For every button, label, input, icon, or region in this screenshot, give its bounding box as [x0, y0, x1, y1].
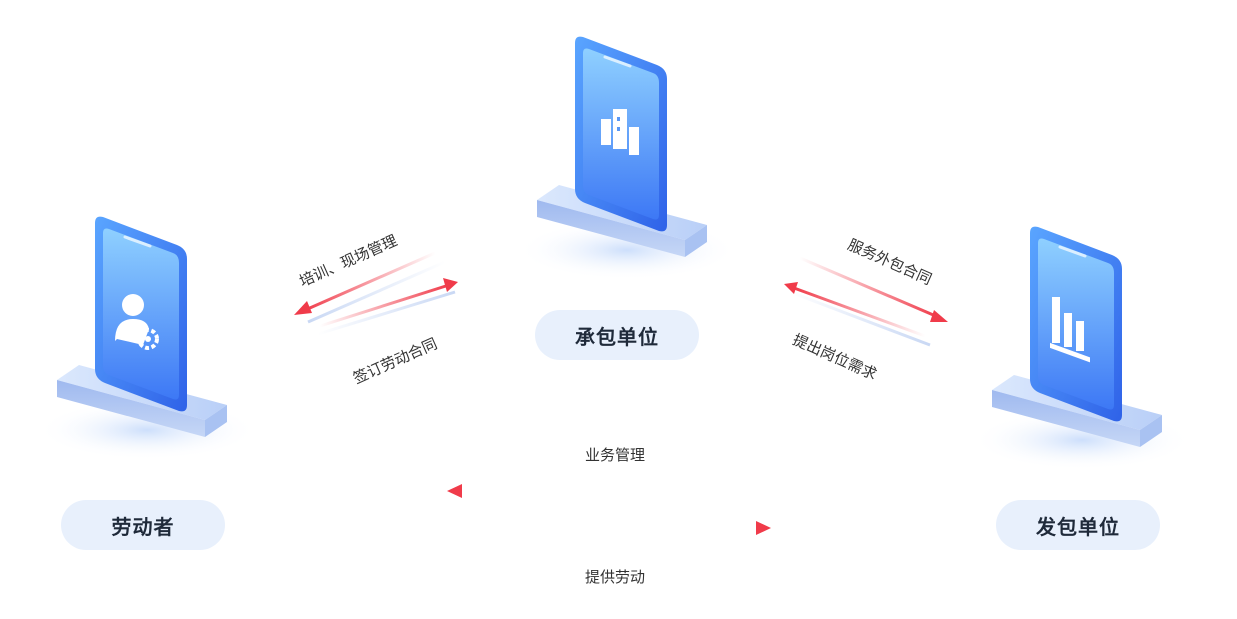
node-worker-label: 劳动者: [61, 500, 225, 550]
arrow-contract: [319, 283, 450, 328]
contractor-device: [517, 36, 737, 280]
arrow-job-demand: [793, 286, 926, 338]
node-contractor-label: 承包单位: [535, 310, 699, 360]
arrowhead: [443, 278, 458, 292]
arrowhead: [930, 310, 948, 322]
arrow-training: [302, 251, 436, 313]
arrowhead: [756, 521, 771, 535]
arrow-shadow: [317, 290, 456, 336]
client-device: [972, 226, 1192, 470]
node-client-label: 发包单位: [996, 500, 1160, 550]
worker-device: [37, 216, 257, 460]
contractor-client-arrows: [784, 256, 948, 347]
flow-label-provide-labor: 提供劳动: [584, 568, 645, 586]
bar-chart-icon: [1050, 297, 1090, 363]
arrow-service-contract: [799, 256, 939, 319]
arrow-shadow: [307, 260, 446, 324]
user-gear-icon: [115, 294, 159, 350]
worker-contractor-arrows: [294, 251, 458, 336]
building-icon: [601, 109, 639, 155]
arrowhead: [447, 484, 462, 498]
arrowhead: [294, 301, 312, 315]
flow-label-business-management: 业务管理: [584, 446, 645, 464]
arrow-shadow: [789, 290, 931, 347]
arrowhead: [784, 282, 798, 294]
client-worker-arrows: [447, 484, 771, 542]
